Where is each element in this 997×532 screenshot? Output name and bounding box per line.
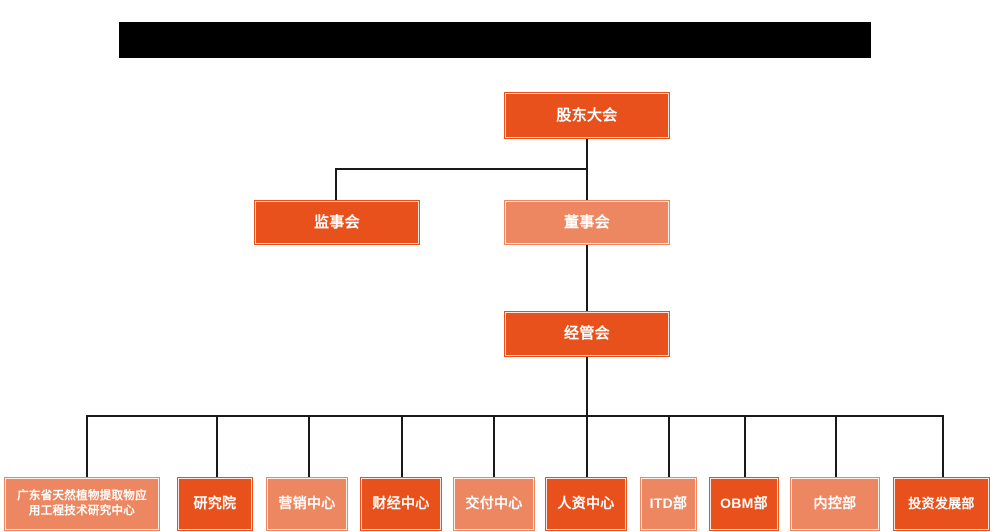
org-node-label-management: 经管会 xyxy=(564,325,610,343)
org-node-itd-dept[interactable]: ITD部 xyxy=(640,477,697,531)
org-node-label-investment-dev-dept: 投资发展部 xyxy=(908,495,975,511)
org-node-supervisors[interactable]: 监事会 xyxy=(254,200,420,245)
org-node-label-directors: 董事会 xyxy=(564,213,610,231)
connector-drop-finance xyxy=(401,415,403,478)
org-node-directors[interactable]: 董事会 xyxy=(504,200,670,245)
org-node-management[interactable]: 经管会 xyxy=(504,311,670,357)
connector-level4-bus xyxy=(86,415,944,417)
org-node-label-marketing-center: 营销中心 xyxy=(278,495,336,512)
connector-mgmt-down xyxy=(586,357,588,416)
org-node-finance-center[interactable]: 财经中心 xyxy=(360,477,442,531)
org-node-label-obm-dept: OBM部 xyxy=(720,495,768,512)
org-node-label-delivery-center: 交付中心 xyxy=(465,495,523,512)
org-node-label-eng-center: 广东省天然植物提取物应 用工程技术研究中心 xyxy=(17,490,147,517)
connector-drop-internal xyxy=(835,415,837,478)
org-node-label-finance-center: 财经中心 xyxy=(372,495,430,512)
connector-drop-eng-center xyxy=(86,415,88,478)
connector-supervisors-down xyxy=(335,168,337,201)
org-node-label-internal-control-dept: 内控部 xyxy=(813,495,857,512)
redacted-title-bar xyxy=(119,22,871,58)
org-node-eng-center[interactable]: 广东省天然植物提取物应 用工程技术研究中心 xyxy=(4,477,160,531)
org-node-label-hr-center: 人资中心 xyxy=(557,495,615,512)
connector-drop-itd xyxy=(668,415,670,478)
connector-directors-down xyxy=(586,168,588,201)
connector-drop-delivery xyxy=(493,415,495,478)
connector-level2-bus xyxy=(335,168,587,170)
connector-drop-investment xyxy=(942,415,944,478)
connector-drop-obm xyxy=(744,415,746,478)
org-node-marketing-center[interactable]: 营销中心 xyxy=(266,477,348,531)
org-node-label-shareholders: 股东大会 xyxy=(556,106,618,124)
org-node-label-supervisors: 监事会 xyxy=(314,213,360,231)
connector-drop-hr xyxy=(586,415,588,478)
org-node-shareholders[interactable]: 股东大会 xyxy=(504,92,670,139)
org-node-investment-dev-dept[interactable]: 投资发展部 xyxy=(893,477,990,531)
org-node-research-institute[interactable]: 研究院 xyxy=(177,477,253,531)
connector-directors-to-mgmt xyxy=(586,245,588,311)
org-node-label-itd-dept: ITD部 xyxy=(649,495,688,512)
org-node-obm-dept[interactable]: OBM部 xyxy=(709,477,779,531)
connector-shareholders-down xyxy=(586,139,588,169)
org-node-hr-center[interactable]: 人资中心 xyxy=(545,477,627,531)
connector-drop-marketing xyxy=(308,415,310,478)
org-node-internal-control-dept[interactable]: 内控部 xyxy=(790,477,880,531)
org-node-label-research-institute: 研究院 xyxy=(193,495,237,512)
org-node-delivery-center[interactable]: 交付中心 xyxy=(453,477,535,531)
connector-drop-research xyxy=(216,415,218,478)
